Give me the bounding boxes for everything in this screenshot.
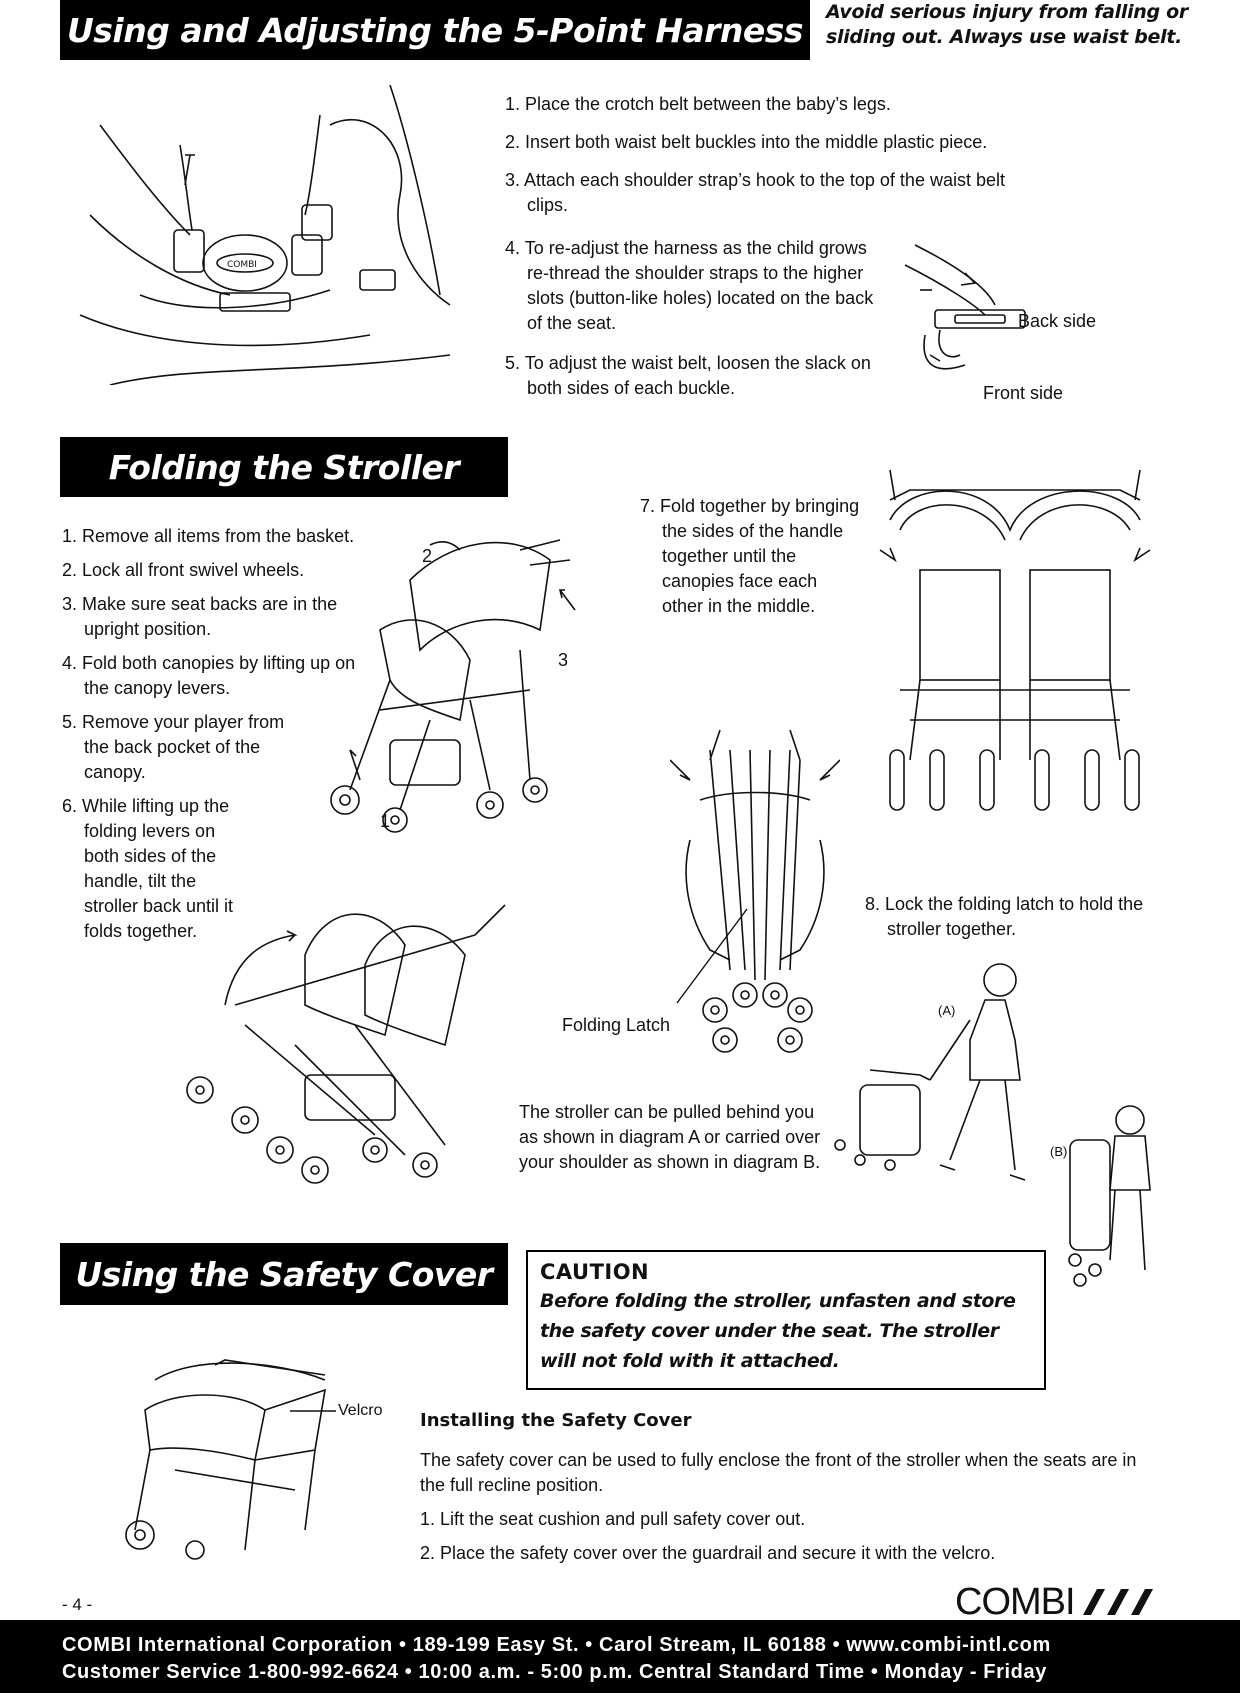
- back-side-label: Back side: [1018, 311, 1097, 331]
- folding-step-4: 4. Fold both canopies by lifting up on t…: [62, 653, 356, 698]
- folding-step-7: 7. Fold together by bringing the sides o…: [640, 494, 860, 628]
- front-side-label: Front side: [983, 383, 1064, 403]
- person-carrying-stroller-illustration: [1060, 1100, 1170, 1290]
- folding-callout-1: 1: [380, 811, 391, 831]
- harness-title-text: Using and Adjusting the 5-Point Harness: [66, 10, 804, 50]
- folded-stroller-illustration: [670, 720, 840, 1065]
- strap-slot-illustration: [895, 235, 1030, 395]
- folding-step-5: 5. Remove your player from the back pock…: [62, 712, 285, 782]
- folding-latch-leader-line: [676, 908, 748, 1004]
- harness-section-title: Using and Adjusting the 5-Point Harness: [60, 0, 810, 60]
- folding-step-6: 6. While lifting up the folding levers o…: [62, 796, 234, 941]
- folding-step-7-text: 7. Fold together by bringing the sides o…: [640, 496, 860, 616]
- folding-latch-label: Folding Latch: [562, 1015, 671, 1035]
- diagram-a-label: (A): [938, 1003, 956, 1018]
- folding-step-8: 8. Lock the folding latch to hold the st…: [865, 892, 1165, 951]
- folding-steps: 1. Remove all items from the basket. 2. …: [62, 524, 422, 953]
- folding-step-1: 1. Remove all items from the basket.: [62, 526, 355, 546]
- folding-callout-2: 2: [422, 546, 433, 566]
- combi-logo-mark-icon: [1082, 1589, 1153, 1615]
- safety-cover-intro: The safety cover can be used to fully en…: [420, 1450, 1137, 1495]
- safety-step-2: 2. Place the safety cover over the guard…: [420, 1543, 996, 1563]
- twin-stroller-tilt-illustration: [175, 895, 515, 1185]
- harness-step-1: 1. Place the crotch belt between the bab…: [505, 94, 891, 114]
- harness-step-5: 5. To adjust the waist belt, loosen the …: [505, 353, 871, 398]
- folding-step-3: 3. Make sure seat backs are in the uprig…: [62, 594, 338, 639]
- folding-callout-3: 3: [558, 650, 569, 670]
- safety-cover-illustration: [115, 1350, 335, 1560]
- buckle-logo-text: COMBI: [227, 260, 257, 270]
- caution-text: Before folding the stroller, unfasten an…: [540, 1290, 1016, 1372]
- caution-title: CAUTION: [540, 1260, 650, 1284]
- combi-logo-text: COMBI: [955, 1580, 1076, 1623]
- velcro-leader-line: [290, 1410, 336, 1412]
- safety-title-text: Using the Safety Cover: [75, 1254, 493, 1294]
- harness-warning-line1: Avoid serious injury from falling or: [826, 1, 1188, 23]
- safety-cover-steps: 1. Lift the seat cushion and pull safety…: [420, 1507, 1180, 1575]
- diagram-b-label: (B): [1050, 1144, 1068, 1159]
- page-number: - 4 -: [62, 1595, 93, 1614]
- footer-line-2: Customer Service 1-800-992-6624 • 10:00 …: [62, 1661, 1047, 1683]
- harness-step-4: 4. To re-adjust the harness as the child…: [505, 238, 874, 333]
- safety-section-title: Using the Safety Cover: [60, 1243, 508, 1305]
- folding-section-title: Folding the Stroller: [60, 437, 508, 497]
- twin-stroller-front-illustration: [870, 460, 1160, 830]
- harness-warning-line2: sliding out. Always use waist belt.: [826, 26, 1183, 48]
- velcro-label: Velcro: [338, 1402, 383, 1419]
- safety-step-1: 1. Lift the seat cushion and pull safety…: [420, 1509, 806, 1529]
- footer-line-1: COMBI International Corporation • 189-19…: [62, 1634, 1051, 1656]
- harness-illustration: COMBI: [70, 85, 460, 385]
- folding-step-8-text: 8. Lock the folding latch to hold the st…: [865, 894, 1144, 939]
- folding-title-text: Folding the Stroller: [108, 447, 460, 487]
- pull-carry-text: The stroller can be pulled behind you as…: [519, 1102, 821, 1172]
- stroller-upright-illustration: [320, 520, 590, 835]
- harness-steps-top: 1. Place the crotch belt between the bab…: [505, 92, 1105, 227]
- combi-logo: COMBI: [955, 1581, 1159, 1623]
- caution-box: CAUTION Before folding the stroller, unf…: [526, 1250, 1046, 1390]
- harness-step-2: 2. Insert both waist belt buckles into t…: [505, 132, 988, 152]
- installing-safety-cover-heading: Installing the Safety Cover: [420, 1410, 692, 1431]
- folding-step-2: 2. Lock all front swivel wheels.: [62, 560, 305, 580]
- footer-bar: COMBI International Corporation • 189-19…: [0, 1620, 1240, 1693]
- harness-step-3: 3. Attach each shoulder strap’s hook to …: [505, 170, 1005, 215]
- harness-steps-bottom: 4. To re-adjust the harness as the child…: [505, 236, 875, 410]
- person-pulling-stroller-illustration: [820, 960, 1050, 1195]
- harness-warning: Avoid serious injury from falling or sli…: [826, 0, 1236, 50]
